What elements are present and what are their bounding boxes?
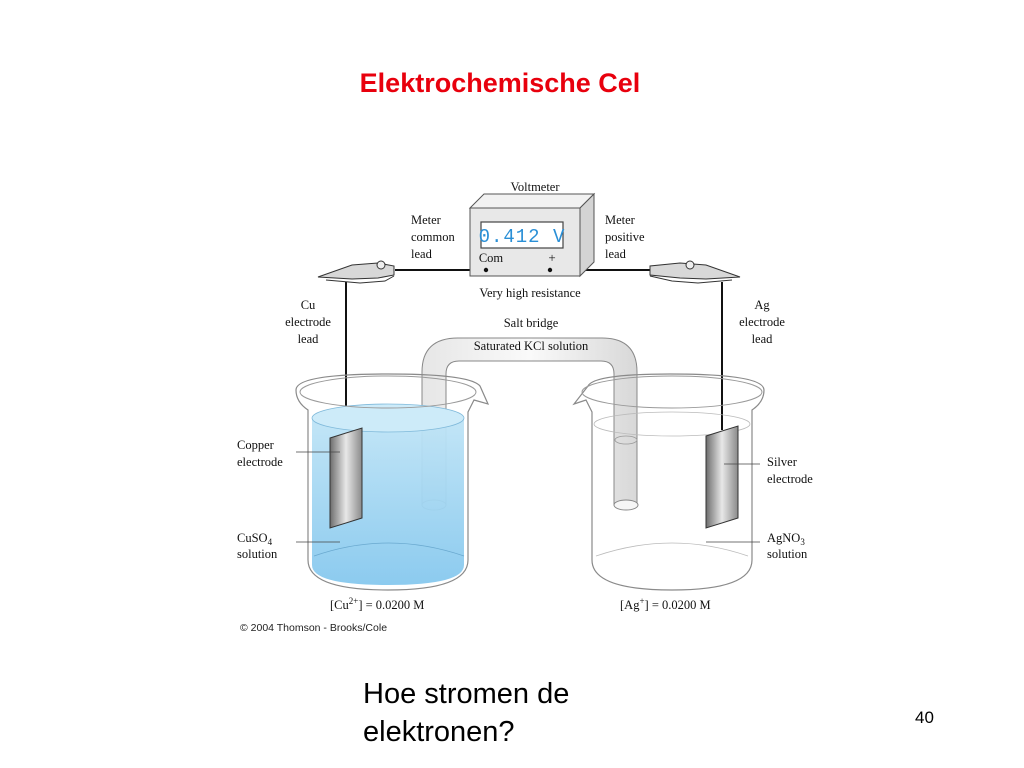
- label-line: lead: [752, 332, 774, 346]
- label-line: Meter: [411, 213, 442, 227]
- svg-text:AgNO3: AgNO3: [767, 531, 805, 547]
- label-line: electrode: [237, 455, 283, 469]
- meter-common-lead-label: Meter common lead: [411, 213, 455, 261]
- subscript: 4: [268, 537, 273, 547]
- ag-electrode-lead-label: Ag electrode lead: [739, 298, 785, 346]
- copper-electrode-label: Copper electrode: [237, 438, 283, 469]
- com-terminal: [483, 267, 489, 273]
- pointer-lines: [296, 451, 760, 543]
- label-line: Ag: [754, 298, 770, 312]
- label-line: lead: [411, 247, 433, 261]
- cu-concentration-label: [Cu2+] = 0.0200 M: [330, 596, 424, 612]
- label-text: AgNO: [767, 531, 800, 545]
- label-line: positive: [605, 230, 645, 244]
- com-terminal-label: Com: [479, 251, 504, 265]
- label-line: Copper: [237, 438, 275, 452]
- page-number: 40: [915, 708, 934, 727]
- question-line: Hoe stromen de: [363, 678, 570, 710]
- superscript: +: [639, 596, 644, 606]
- question-text: Hoe stromen de elektronen?: [363, 675, 663, 751]
- slide-title: Elektrochemische Cel: [359, 68, 641, 98]
- plus-terminal-label: +: [548, 250, 555, 265]
- positive-terminal: [547, 267, 553, 273]
- label-text: ] = 0.0200 M: [358, 598, 424, 612]
- cu-electrode-lead-label: Cu electrode lead: [285, 298, 331, 346]
- label-line: common: [411, 230, 455, 244]
- label-line: solution: [237, 547, 278, 561]
- meter-positive-lead-label: Meter positive lead: [605, 213, 645, 261]
- label-line: Meter: [605, 213, 636, 227]
- voltmeter: 0.412 V Com +: [468, 192, 596, 278]
- resistance-label: Very high resistance: [479, 286, 581, 300]
- label-line: electrode: [767, 472, 813, 486]
- label-line: lead: [298, 332, 320, 346]
- label-text: [Cu: [330, 598, 350, 612]
- superscript: 2+: [349, 596, 359, 606]
- silver-electrode: [705, 425, 739, 529]
- salt-bridge-solution-label: Saturated KCl solution: [474, 339, 589, 353]
- ag-concentration-label: [Ag+] = 0.0200 M: [620, 596, 711, 612]
- left-beaker: [295, 373, 490, 591]
- silver-electrode-label: Silver electrode: [767, 455, 813, 486]
- label-text: CuSO: [237, 531, 268, 545]
- copper-electrode: [329, 427, 363, 529]
- subscript: 3: [800, 537, 805, 547]
- voltmeter-title: Voltmeter: [510, 180, 560, 194]
- agno3-solution-label: AgNO3 solution: [767, 531, 808, 561]
- label-text: ] = 0.0200 M: [645, 598, 711, 612]
- label-line: lead: [605, 247, 627, 261]
- cuso4-solution-label: CuSO4 solution: [237, 531, 278, 561]
- voltmeter-reading: 0.412 V: [479, 226, 566, 248]
- question-line: elektronen?: [363, 716, 515, 748]
- left-alligator-clip: [317, 260, 395, 284]
- right-beaker: [572, 373, 765, 591]
- label-line: Cu: [301, 298, 316, 312]
- label-text: [Ag: [620, 598, 640, 612]
- salt-bridge-label: Salt bridge: [504, 316, 559, 330]
- label-line: electrode: [739, 315, 785, 329]
- svg-text:CuSO4: CuSO4: [237, 531, 273, 547]
- label-line: Silver: [767, 455, 798, 469]
- copyright-notice: © 2004 Thomson - Brooks/Cole: [240, 622, 387, 634]
- right-alligator-clip: [649, 260, 741, 284]
- voltmeter-display: [480, 221, 564, 249]
- label-line: solution: [767, 547, 808, 561]
- label-line: electrode: [285, 315, 331, 329]
